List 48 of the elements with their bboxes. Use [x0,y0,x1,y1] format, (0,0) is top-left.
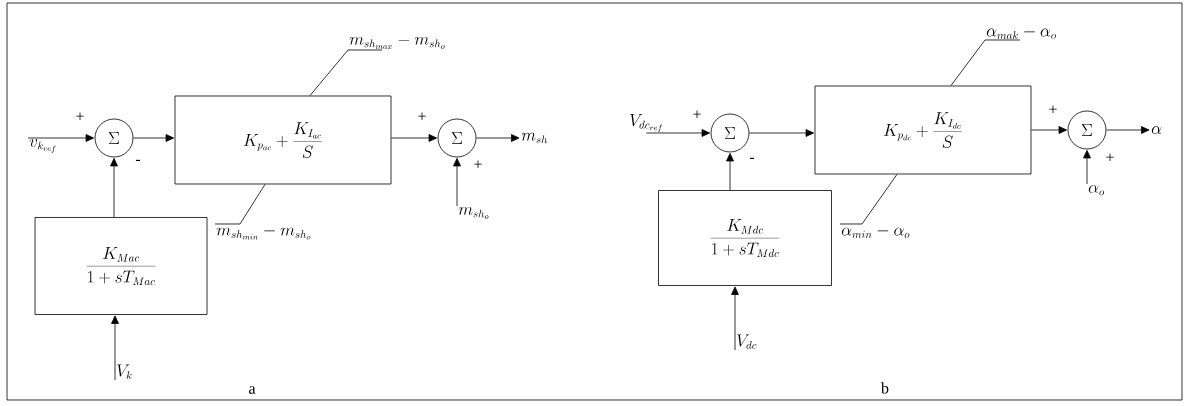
limit-label: $m_{sh_{max}} - m_{sh_{o}}$ [349,36,445,49]
summing-junction: $\Sigma$ [1067,110,1107,150]
signal-label: $V_{dc_{ref}}$ [630,114,663,132]
arrow [731,286,739,351]
leader-line [950,39,1021,86]
summing-junction: $\Sigma$ [94,118,134,158]
arrow [133,134,175,142]
arrow [27,134,95,142]
arrow [645,129,710,137]
sign-label: + [1049,105,1057,113]
sign-label: - [135,159,141,161]
sign-label: - [749,157,755,159]
signal-label: $\alpha_{o}$ [1088,185,1105,196]
sign-label: + [418,112,426,120]
sign-label: + [76,112,84,120]
leader-line [214,184,266,225]
summing-junction: $\Sigma$ [710,113,750,153]
sign-label: + [1106,153,1114,161]
sign-label: + [693,110,701,118]
signal-label: $m_{sh}$ [521,132,548,144]
transfer-function-box: $\frac{K_{Mac}}{1 + sT_{Mac}}$ [34,217,208,315]
panel-label: b [881,382,889,394]
transfer-function-box: $K_{p_{dc}} + \frac{K_{I_{dc}}}{S}$ [814,85,1032,175]
signal-label: $V_{k}$ [117,364,132,379]
arrow [453,158,461,207]
signal-label: $V_{dc}$ [737,334,757,349]
limit-label: $\alpha_{mak} - \alpha_{o}$ [986,28,1056,39]
arrow [476,134,520,142]
arrow [1031,126,1067,134]
signal-label: $\alpha$ [1151,126,1162,134]
transfer-function-box: $K_{p_{ac}} + \frac{K_{I_{ac}}}{S}$ [174,95,392,185]
arrow [391,134,437,142]
limit-label: $\alpha_{min} - \alpha_{o}$ [841,227,910,238]
arrow [726,153,734,191]
arrow [1106,126,1150,134]
leader-line [309,49,383,96]
leader-line [839,174,898,225]
arrow [110,158,118,218]
panel-label: a [249,386,256,394]
arrow [749,129,814,137]
limit-label: $m_{sh_{min}} - m_{sh_{o}}$ [216,227,311,240]
summing-junction: $\Sigma$ [437,118,477,158]
signal-label: $v_{k_{ref}}$ [29,139,56,153]
arrow [1083,150,1091,185]
sign-label: + [474,160,482,168]
signal-label: $m_{sh_{o}}$ [458,207,489,219]
arrow [111,315,119,381]
transfer-function-box: $\frac{K_{Mdc}}{1 + sT_{Mdc}}$ [658,190,832,286]
